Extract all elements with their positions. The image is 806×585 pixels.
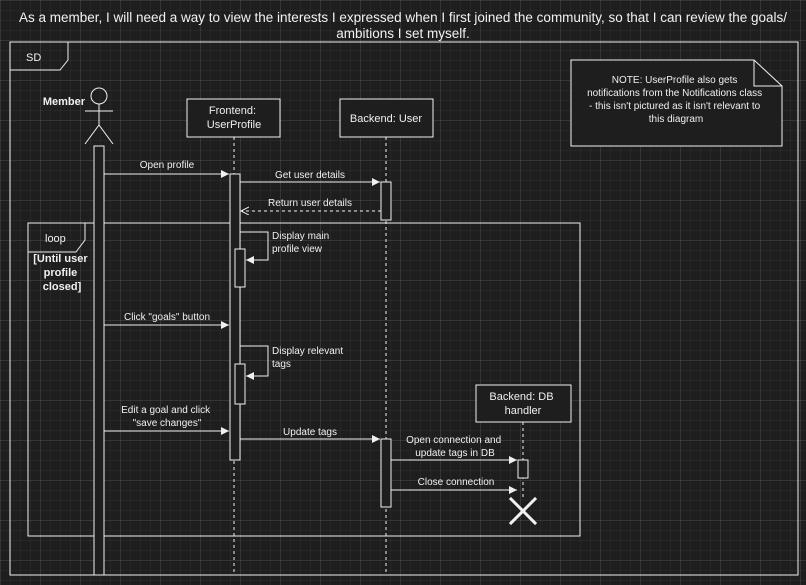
note-fold	[753, 60, 782, 87]
user-story-line-2: ambitions I set myself.	[336, 26, 470, 41]
db-handler-label: Backend: DB handler	[489, 391, 556, 417]
loop-fragment	[27, 222, 581, 537]
loop-guard: [Until user profile closed]	[33, 253, 90, 293]
destroy-x-icon	[508, 496, 538, 526]
loop-label: loop	[45, 233, 66, 245]
msg-return-user-details: Return user details	[268, 198, 352, 209]
msg-click-goals: Click "goals" button	[124, 312, 210, 323]
msg-update-tags: Update tags	[283, 427, 337, 438]
backend-user-activation-1	[380, 181, 392, 221]
msg-open-profile: Open profile	[140, 160, 195, 171]
msg-display-main-arrow	[240, 231, 269, 264]
msg-open-connection: Open connection and update tags in DB	[406, 435, 504, 459]
frontend-activation-display-tags	[234, 363, 246, 405]
msg-get-user-details: Get user details	[275, 170, 345, 181]
db-handler-activation	[517, 459, 529, 479]
sd-frame	[9, 41, 799, 576]
backend-user-label: Backend: User	[350, 113, 422, 125]
msg-display-relevant: Display relevant tags	[272, 346, 346, 370]
user-story-line-1: As a member, I will need a way to view t…	[18, 10, 788, 25]
msg-display-main: Display main profile view	[272, 231, 332, 255]
backend-user-activation-2	[380, 438, 392, 508]
member-actor-icon	[84, 87, 114, 145]
frontend-activation-display-main	[234, 248, 246, 288]
msg-edit-goal: Edit a goal and click "save changes"	[121, 405, 213, 429]
sd-frame-tab	[10, 41, 69, 71]
sd-frame-label: SD	[26, 52, 41, 64]
msg-display-relevant-arrow	[240, 345, 269, 380]
frontend-activation	[229, 173, 241, 461]
note-box	[570, 59, 783, 147]
frontend-userprofile-box	[186, 98, 281, 138]
member-activation	[93, 145, 105, 576]
loop-fragment-tab	[28, 222, 86, 253]
user-story: As a member, I will need a way to view t…	[0, 10, 806, 42]
msg-close-connection: Close connection	[418, 477, 495, 488]
note-text: NOTE: UserProfile also gets notification…	[587, 75, 765, 125]
member-label: Member	[43, 96, 86, 108]
frontend-userprofile-label: Frontend: UserProfile	[207, 105, 261, 131]
